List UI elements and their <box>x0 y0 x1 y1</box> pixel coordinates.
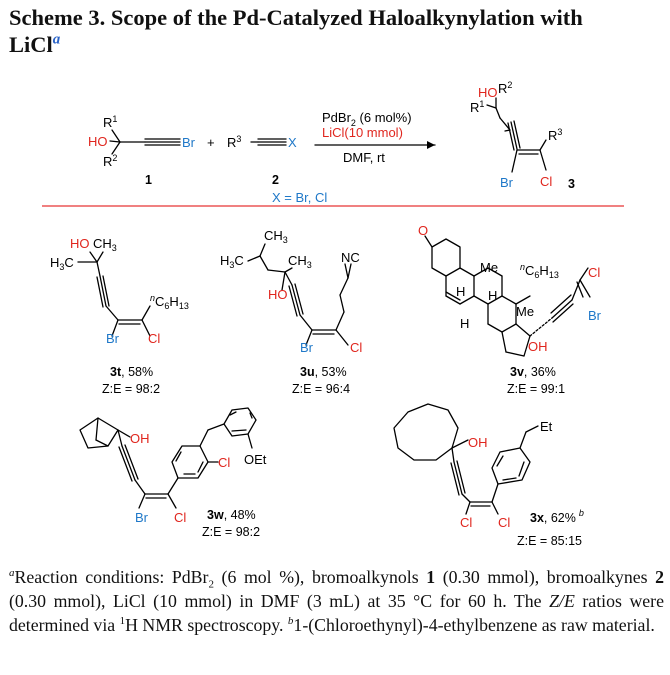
svg-text:Cl: Cl <box>174 510 186 525</box>
svg-text:nC6H13: nC6H13 <box>150 293 189 311</box>
product-3x: OH Et Cl Cl 3x, 62%b Z:E = 85:15 <box>393 403 584 548</box>
svg-text:CH3: CH3 <box>288 253 312 270</box>
ze-ratio: Z:E = 98:2 <box>102 382 160 396</box>
reactant-1: R1 HO R2 Br 1 <box>88 114 196 187</box>
product-3: HO R2 R1 R3 Br Cl 3 <box>470 80 575 191</box>
r1-label: R <box>103 115 112 130</box>
compound-2-number: 2 <box>272 173 279 187</box>
svg-text:Z:E = 96:4: Z:E = 96:4 <box>292 382 350 396</box>
svg-text:nC6H13: nC6H13 <box>520 262 559 280</box>
compound-3-number: 3 <box>568 177 575 191</box>
svg-text:Et: Et <box>540 419 553 434</box>
reactant1-ho: HO <box>88 134 108 149</box>
svg-text:HO: HO <box>478 85 498 100</box>
licl-condition: LiCl(10 mmol) <box>322 125 403 140</box>
svg-text:Me: Me <box>516 304 534 319</box>
svg-text:Br: Br <box>135 510 149 525</box>
svg-text:Cl: Cl <box>460 515 472 530</box>
svg-text:3w, 48%: 3w, 48% <box>207 508 256 522</box>
svg-text:R3: R3 <box>548 127 562 143</box>
svg-text:Br: Br <box>300 340 314 355</box>
svg-text:3x, 62%b: 3x, 62%b <box>530 508 584 525</box>
reactant1-br: Br <box>182 135 196 150</box>
compound-1-number: 1 <box>145 173 152 187</box>
svg-text:H3C: H3C <box>50 255 74 272</box>
svg-text:CH3: CH3 <box>264 228 288 245</box>
plus-sign: + <box>207 135 215 150</box>
svg-text:Cl: Cl <box>588 265 600 280</box>
svg-text:Br: Br <box>500 175 514 190</box>
svg-text:Me: Me <box>480 260 498 275</box>
svg-text:NC: NC <box>341 250 360 265</box>
svg-text:3u, 53%: 3u, 53% <box>300 365 347 379</box>
svg-text:Cl: Cl <box>540 174 552 189</box>
r3-label: R <box>227 135 236 150</box>
reactant2-x: X <box>288 135 297 150</box>
scheme-title: Scheme 3. Scope of the Pd-Catalyzed Halo… <box>9 4 664 58</box>
svg-text:OEt: OEt <box>244 452 267 467</box>
title-line2: LiCl <box>9 32 53 57</box>
svg-text:Cl: Cl <box>350 340 362 355</box>
product-3t: HO CH3 H3C nC6H13 Br Cl 3t, 58% Z:E = 98… <box>50 236 189 396</box>
svg-text:OH: OH <box>528 339 548 354</box>
product-3v: O Me H H H Me OH <box>418 223 602 396</box>
svg-text:H: H <box>456 284 465 299</box>
svg-text:PdBr2 (6 mol%): PdBr2 (6 mol%) <box>322 110 412 128</box>
svg-text:R2: R2 <box>498 80 512 96</box>
svg-text:R2: R2 <box>103 153 117 169</box>
svg-text:R1: R1 <box>103 114 117 130</box>
svg-text:Br: Br <box>106 331 120 346</box>
dmf-condition: DMF, rt <box>343 150 385 165</box>
svg-text:Br: Br <box>588 308 602 323</box>
svg-text:HO: HO <box>70 236 90 251</box>
footnote: aReaction conditions: PdBr2 (6 mol %), b… <box>9 567 664 635</box>
svg-text:CH3: CH3 <box>93 236 117 253</box>
svg-text:R1: R1 <box>470 99 484 115</box>
svg-text:Z:E = 99:1: Z:E = 99:1 <box>507 382 565 396</box>
r2-label: R <box>103 154 112 169</box>
svg-text:Z:E = 98:2: Z:E = 98:2 <box>202 525 260 539</box>
svg-text:3v, 36%: 3v, 36% <box>510 365 556 379</box>
reactant-2: R3 X 2 <box>227 134 297 187</box>
svg-text:O: O <box>418 223 428 238</box>
product-3w: OH Cl OEt Br Cl 3w, 48% Z:E = 98:2 <box>79 407 267 539</box>
svg-text:H: H <box>488 288 497 303</box>
product-id: 3t <box>110 365 122 379</box>
product-yield: , 58% <box>121 365 153 379</box>
reaction-scheme: R1 HO R2 Br 1 + R3 X 2 X = Br, Cl PdBr2 … <box>42 80 624 548</box>
svg-text:HO: HO <box>268 287 288 302</box>
title-line1: Scheme 3. Scope of the Pd-Catalyzed Halo… <box>9 5 583 30</box>
svg-text:H: H <box>460 316 469 331</box>
reaction-arrow: PdBr2 (6 mol%) LiCl(10 mmol) DMF, rt <box>314 110 436 165</box>
svg-text:3t, 58%: 3t, 58% <box>110 365 153 379</box>
svg-text:OH: OH <box>130 431 150 446</box>
x-definition: X = Br, Cl <box>272 190 327 205</box>
product-3u: CH3 H3C CH3 HO NC Br Cl 3u, 53% Z:E = 96… <box>220 228 362 396</box>
svg-text:OH: OH <box>468 435 488 450</box>
svg-text:Cl: Cl <box>148 331 160 346</box>
svg-text:Z:E = 85:15: Z:E = 85:15 <box>517 534 582 548</box>
svg-text:H3C: H3C <box>220 253 244 270</box>
svg-text:Cl: Cl <box>218 455 230 470</box>
svg-text:R3: R3 <box>227 134 241 150</box>
svg-text:Cl: Cl <box>498 515 510 530</box>
title-footnote-mark: a <box>52 31 61 48</box>
